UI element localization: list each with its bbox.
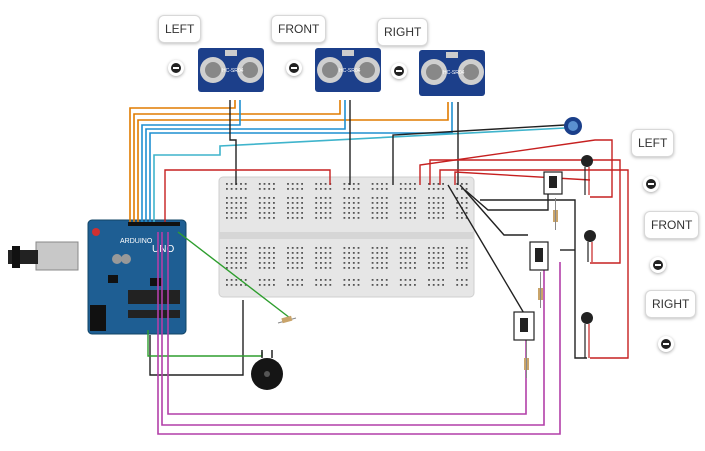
wires-blue (141, 100, 453, 222)
label-top-right[interactable]: RIGHT (377, 18, 429, 46)
resistor-front[interactable] (538, 272, 543, 308)
sensor-text-right: HC-SR04 (443, 70, 465, 76)
ultrasonic-sensor-front[interactable] (315, 48, 381, 92)
ultrasonic-sensor-left[interactable] (198, 48, 264, 92)
label-top-left-minus-icon[interactable] (168, 60, 184, 76)
label-side-left[interactable]: LEFT (631, 129, 675, 157)
label-side-right-minus-icon[interactable] (658, 336, 674, 352)
sensor-text-front: HC-SR04 (339, 68, 361, 74)
label-top-front[interactable]: FRONT (271, 15, 327, 43)
breadboard[interactable] (218, 176, 475, 298)
wire-cyan (153, 127, 566, 222)
transistor-left[interactable] (543, 171, 563, 195)
label-side-left-minus-icon[interactable] (643, 176, 659, 192)
label-side-right[interactable]: RIGHT (645, 290, 697, 318)
label-side-front[interactable]: FRONT (644, 211, 700, 239)
label-side-front-minus-icon[interactable] (650, 257, 666, 273)
resistor-left[interactable] (553, 198, 558, 230)
arduino-uno[interactable] (8, 219, 187, 335)
resistor-right[interactable] (524, 340, 529, 378)
arduino-brand-text: ARDUINO (120, 238, 153, 245)
sensor-text-left: HC-SR04 (222, 68, 244, 74)
wires-orange (129, 100, 449, 222)
ultrasonic-sensor-right[interactable] (419, 50, 485, 96)
vibration-motor-left[interactable] (581, 155, 593, 195)
transistor-right[interactable] (513, 311, 535, 341)
label-top-front-minus-icon[interactable] (286, 60, 302, 76)
label-top-left[interactable]: LEFT (158, 15, 202, 43)
vibration-motor-front[interactable] (584, 230, 596, 262)
transistor-front[interactable] (529, 241, 549, 271)
piezo-buzzer[interactable] (251, 350, 283, 390)
vibration-motor-right[interactable] (581, 312, 593, 358)
label-top-right-minus-icon[interactable] (391, 63, 407, 79)
resistor-buzzer[interactable] (277, 315, 297, 324)
arduino-model-text: UNO (152, 244, 174, 255)
servo-motor[interactable] (564, 117, 582, 135)
